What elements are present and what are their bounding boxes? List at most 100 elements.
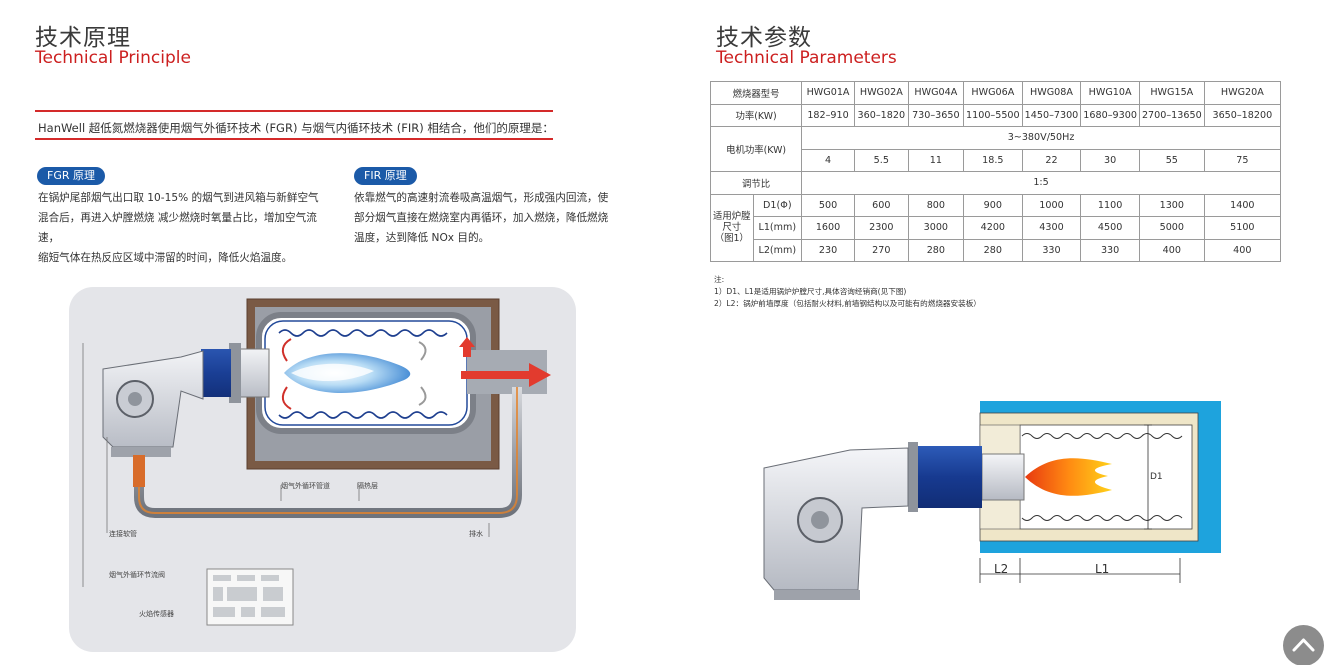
cell-motor: 4 (801, 148, 855, 172)
cell-power-label: 功率(KW) (709, 103, 803, 127)
fir-line: 依靠燃气的高速射流卷吸高温烟气，形成强内回流，使 (354, 192, 609, 204)
fgr-pipe-insulation (138, 387, 518, 514)
label-sensor: 火焰传感器 (139, 610, 174, 618)
dim-label-l2: L2 (994, 562, 1009, 576)
cell-d1: 900 (963, 193, 1023, 217)
cell-size-label: 适用炉膛 尺寸 （图1） (710, 193, 754, 262)
back-to-top-button[interactable] (1283, 625, 1324, 665)
cell-power: 730–3650 (907, 103, 965, 127)
burner-head (236, 348, 270, 398)
diagram-svg (82, 298, 551, 626)
cell-model: HWG08A (1021, 81, 1082, 105)
cell-l1: 4300 (1021, 216, 1082, 240)
cell-motor-label: 电机功率(KW) (709, 126, 803, 172)
flame (1025, 458, 1112, 496)
fgr-line: 缩短气体在热反应区域中滞留的时间，降低火焰温度。 (38, 252, 293, 264)
intro-text: HanWell 超低氮燃烧器使用烟气外循环技术 (FGR) 与烟气内循环技术 (… (38, 121, 554, 135)
cell-ratio: 1:5 (801, 171, 1281, 195)
recirc-arrow-bottom (281, 386, 292, 410)
cell-motor: 5.5 (853, 148, 909, 172)
corrugation-bottom (278, 411, 448, 419)
cell-model: HWG04A (907, 81, 965, 105)
cell-motor: 55 (1138, 148, 1205, 172)
burner-flange (229, 343, 241, 403)
intro-bottom-rule (35, 138, 553, 140)
control-panel-components (213, 575, 285, 617)
cell-d1: 600 (853, 193, 909, 217)
cell-l1: 5100 (1203, 216, 1282, 240)
cell-l1: 5000 (1138, 216, 1205, 240)
cell-d1: 1300 (1138, 193, 1205, 217)
cell-l1: 4200 (963, 216, 1023, 240)
cell-ratio-label: 调节比 (709, 171, 803, 195)
cell-l1-label: L1(mm) (752, 216, 803, 240)
fgr-paragraph: 在锅炉尾部烟气出口取 10-15% 的烟气到进风箱与新鲜空气 混合后，再进入炉膛… (38, 188, 328, 268)
burner-blue-body (918, 446, 982, 508)
fgr-line: 混合后，再进入炉膛燃烧 减少燃烧时氧量占比，增加空气流速， (38, 212, 317, 244)
cell-l2: 280 (963, 238, 1023, 262)
cell-l2: 270 (853, 238, 909, 262)
cell-l2: 400 (1138, 238, 1205, 262)
cell-power: 1100–5500 (963, 103, 1023, 127)
recirc-arrow-right-bottom (418, 386, 427, 406)
cell-l1: 1600 (801, 216, 855, 240)
size-label-line: （图1） (714, 233, 749, 245)
fan-motor-hub (128, 392, 142, 406)
fgr-line: 在锅炉尾部烟气出口取 10-15% 的烟气到进风箱与新鲜空气 (38, 192, 319, 204)
table-row-l2: L2(mm) 230 270 280 280 330 330 400 400 (711, 238, 1282, 262)
notes-title: 注: (714, 275, 725, 284)
cell-power: 360–1820 (853, 103, 909, 127)
fir-paragraph: 依靠燃气的高速射流卷吸高温烟气，形成强内回流，使 部分烟气直接在燃烧室内再循环，… (354, 188, 614, 248)
cell-motor: 11 (907, 148, 965, 172)
cell-power: 1680–9300 (1080, 103, 1140, 127)
fir-line: 温度，达到降低 NOx 目的。 (354, 232, 490, 244)
cell-power: 3650–18200 (1203, 103, 1282, 127)
cell-l2: 280 (907, 238, 965, 262)
cell-motor-supply: 3~380V/50Hz (801, 126, 1281, 150)
cell-l1: 2300 (853, 216, 909, 240)
fir-line: 部分烟气直接在燃烧室内再循环，加入燃烧，降低燃烧 (354, 212, 609, 224)
burner-dimension-svg (763, 401, 1221, 600)
notes-line: 2）L2：锅炉前墙厚度（包括耐火材料,前墙钢结构以及可能有的燃烧器安装板） (714, 299, 981, 308)
chevron-up-icon (1292, 638, 1315, 652)
dimension-lines (979, 424, 1181, 583)
cell-power: 1450–7300 (1021, 103, 1082, 127)
cell-l2-label: L2(mm) (752, 238, 803, 262)
cell-motor: 22 (1021, 148, 1082, 172)
right-title-cn: 技术参数 (716, 25, 812, 51)
cell-motor: 75 (1203, 148, 1282, 172)
table-row-l1: L1(mm) 1600 2300 3000 4200 4300 4500 500… (711, 216, 1282, 240)
burner-flange (908, 442, 918, 512)
notes-line: 1）D1、L1是适用锅炉炉膛尺寸,具体咨询经销商(见下图) (714, 287, 907, 296)
table-row-power: 功率(KW) 182–910 360–1820 730–3650 1100–55… (709, 103, 1282, 127)
burner-blue-body (201, 349, 231, 397)
fan-motor-hub (811, 511, 829, 529)
cell-motor: 30 (1080, 148, 1140, 172)
cell-l1: 3000 (907, 216, 965, 240)
cell-l2: 330 (1080, 238, 1140, 262)
table-row-model: 燃烧器型号 HWG01A HWG02A HWG04A HWG06A HWG08A… (709, 81, 1282, 105)
left-title-cn: 技术原理 (35, 25, 131, 51)
cell-model-label: 燃烧器型号 (709, 81, 803, 105)
fan-base (774, 590, 860, 600)
cell-d1: 500 (801, 193, 855, 217)
table-row-d1: 适用炉膛 尺寸 （图1） D1(Φ) 500 600 800 900 1000 … (710, 193, 1282, 262)
exhaust-arrow (461, 363, 551, 387)
cell-motor: 18.5 (963, 148, 1023, 172)
cell-l1: 4500 (1080, 216, 1140, 240)
exhaust-arrow-up (459, 337, 475, 357)
left-title-en: Technical Principle (35, 48, 191, 68)
fgr-fir-diagram: 烟气外循环管道 隔热层 连接软管 排水 烟气外循环节流阀 火焰传感器 (69, 287, 576, 652)
flame-core (291, 363, 374, 382)
recirc-arrow-right-top (418, 341, 427, 361)
label-fgr-pipe: 烟气外循环管道 (281, 482, 330, 490)
fan-base (111, 447, 171, 457)
cell-d1-label: D1(Φ) (752, 193, 803, 217)
cell-model: HWG10A (1080, 81, 1140, 105)
label-hose: 连接软管 (109, 530, 137, 538)
label-leaders (82, 343, 490, 587)
fir-badge: FIR 原理 (354, 167, 417, 185)
fgr-badge: FGR 原理 (37, 167, 105, 185)
cell-d1: 800 (907, 193, 965, 217)
dim-label-d1: D1 (1150, 472, 1163, 482)
